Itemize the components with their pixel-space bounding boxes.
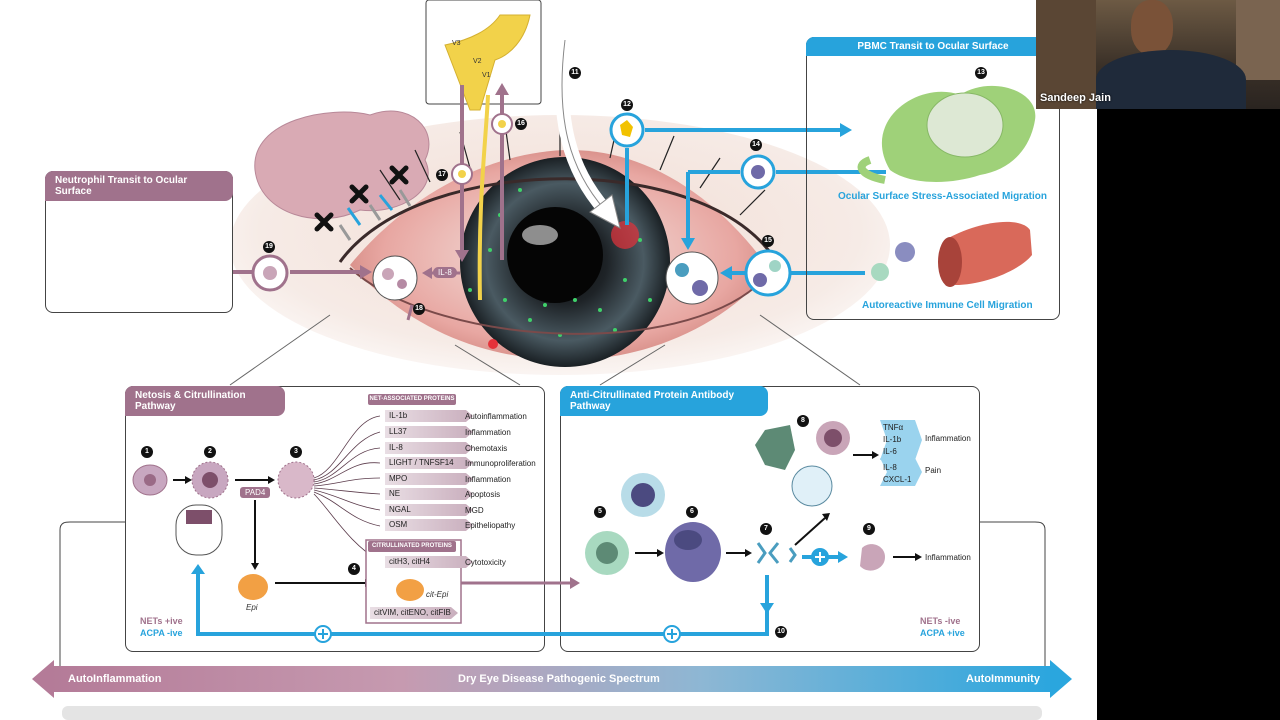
cytokine-effect-2: Pain — [925, 466, 942, 475]
step-3-badge: 3 — [290, 446, 302, 458]
netosis-panel-title: Netosis & Citrullination Pathway — [125, 386, 285, 416]
step-13-badge: 13 — [975, 67, 987, 79]
acpa-negative-label: ACPA -ive — [140, 628, 183, 638]
protein-effect: Immunoproliferation — [465, 459, 536, 468]
neutrophil-panel: Neutrophil Transit to Ocular Surface — [45, 171, 233, 313]
nerve-v1-label: V1 — [482, 72, 491, 79]
spectrum-center-label: Dry Eye Disease Pathogenic Spectrum — [458, 673, 660, 685]
webcam-video[interactable]: Sandeep Jain — [1036, 0, 1280, 109]
step-18-badge: 18 — [413, 303, 425, 315]
step-14-badge: 14 — [750, 139, 762, 151]
step-8-badge: 8 — [797, 415, 809, 427]
presentation-slide: V3 V2 V1 IL-8 Neutrophil Transit to Ocul… — [0, 0, 1097, 720]
step-15-badge: 15 — [762, 235, 774, 247]
blood-vessel-right — [945, 221, 1032, 285]
protein-effect: Apoptosis — [465, 490, 501, 499]
neutrophil-panel-title: Neutrophil Transit to Ocular Surface — [45, 171, 233, 201]
step-19-badge: 19 — [263, 241, 275, 253]
pbmc-panel-title: PBMC Transit to Ocular Surface — [806, 37, 1060, 56]
acpa-panel: Anti-Citrullinated Protein Antibody Path… — [560, 386, 980, 652]
spectrum-left-arrow-icon — [32, 660, 54, 698]
il8-label: IL-8 — [433, 267, 457, 278]
protein-tag: IL-1b — [385, 410, 473, 422]
step-2-badge: 2 — [204, 446, 216, 458]
step-9-badge: 9 — [863, 523, 875, 535]
protein-effect: Inflammation — [465, 428, 511, 437]
acpa-panel-title: Anti-Citrullinated Protein Antibody Path… — [560, 386, 768, 416]
step-6-badge: 6 — [686, 506, 698, 518]
pbmc-panel: PBMC Transit to Ocular Surface — [806, 37, 1060, 320]
protein-tag: MPO — [385, 473, 473, 485]
bookshelf — [1036, 0, 1096, 109]
cit-epi-label: cit-Epi — [426, 590, 449, 599]
participant-body — [1096, 50, 1246, 109]
step-16-badge: 16 — [515, 118, 527, 130]
pupil — [507, 207, 603, 303]
net-proteins-header: NET-ASSOCIATED PROTEINS — [368, 394, 456, 405]
nets-negative-label: NETs -ive — [920, 616, 961, 626]
nerve-v3-label: V3 — [452, 40, 461, 47]
step-11-badge: 11 — [569, 67, 581, 79]
step-12-badge: 12 — [621, 99, 633, 111]
protein-effect: Inflammation — [465, 475, 511, 484]
protein-effect: Autoinflammation — [465, 412, 527, 421]
participant-name: Sandeep Jain — [1040, 92, 1111, 104]
bottom-legend-strip — [62, 706, 1042, 720]
bookshelf-right — [1236, 0, 1280, 80]
step-10-badge: 10 — [775, 626, 787, 638]
step-5-badge: 5 — [594, 506, 606, 518]
protein-effect: Epitheliopathy — [465, 521, 516, 530]
nerve-v2-label: V2 — [473, 58, 482, 65]
cit-effect-1: Cytotoxicity — [465, 558, 506, 567]
protein-tag: IL-8 — [385, 442, 473, 454]
step-17-badge: 17 — [436, 169, 448, 181]
spectrum-left-label: AutoInflammation — [68, 673, 162, 685]
citrullinated-header: CITRULLINATED PROTEINS — [368, 541, 456, 552]
protein-tag: LIGHT / TNFSF14 — [385, 457, 473, 469]
cit-tag-2: citVIM, citENO, citFIB — [370, 607, 458, 619]
cytokine-effect-1: Inflammation — [925, 434, 971, 443]
protein-tag: NE — [385, 488, 473, 500]
autoreactive-label: Autoreactive Immune Cell Migration — [862, 300, 1033, 311]
step-4-badge: 4 — [348, 563, 360, 575]
participant-head — [1131, 0, 1173, 55]
step-1-badge: 1 — [141, 446, 153, 458]
nets-positive-label: NETs +ive — [140, 616, 183, 626]
cit-tag-1: citH3, citH4 — [385, 556, 473, 568]
spectrum-bar — [50, 666, 1055, 692]
protein-tag: LL37 — [385, 426, 473, 438]
protein-tag: NGAL — [385, 504, 473, 516]
epi-label: Epi — [246, 603, 258, 612]
protein-effect: MGD — [465, 506, 484, 515]
protein-tag: OSM — [385, 519, 473, 531]
protein-effect: Chemotaxis — [465, 444, 508, 453]
spectrum-right-arrow-icon — [1050, 660, 1072, 698]
acpa-positive-label: ACPA +ive — [920, 628, 965, 638]
lacrimal-gland — [254, 110, 430, 220]
black-margin — [1097, 109, 1280, 720]
pad4-label: PAD4 — [240, 487, 271, 498]
spectrum-right-label: AutoImmunity — [966, 673, 1040, 685]
step9-effect: Inflammation — [925, 553, 971, 562]
ocular-stress-label: Ocular Surface Stress-Associated Migrati… — [838, 191, 1047, 202]
netosis-panel: Netosis & Citrullination Pathway — [125, 386, 545, 652]
step-7-badge: 7 — [760, 523, 772, 535]
